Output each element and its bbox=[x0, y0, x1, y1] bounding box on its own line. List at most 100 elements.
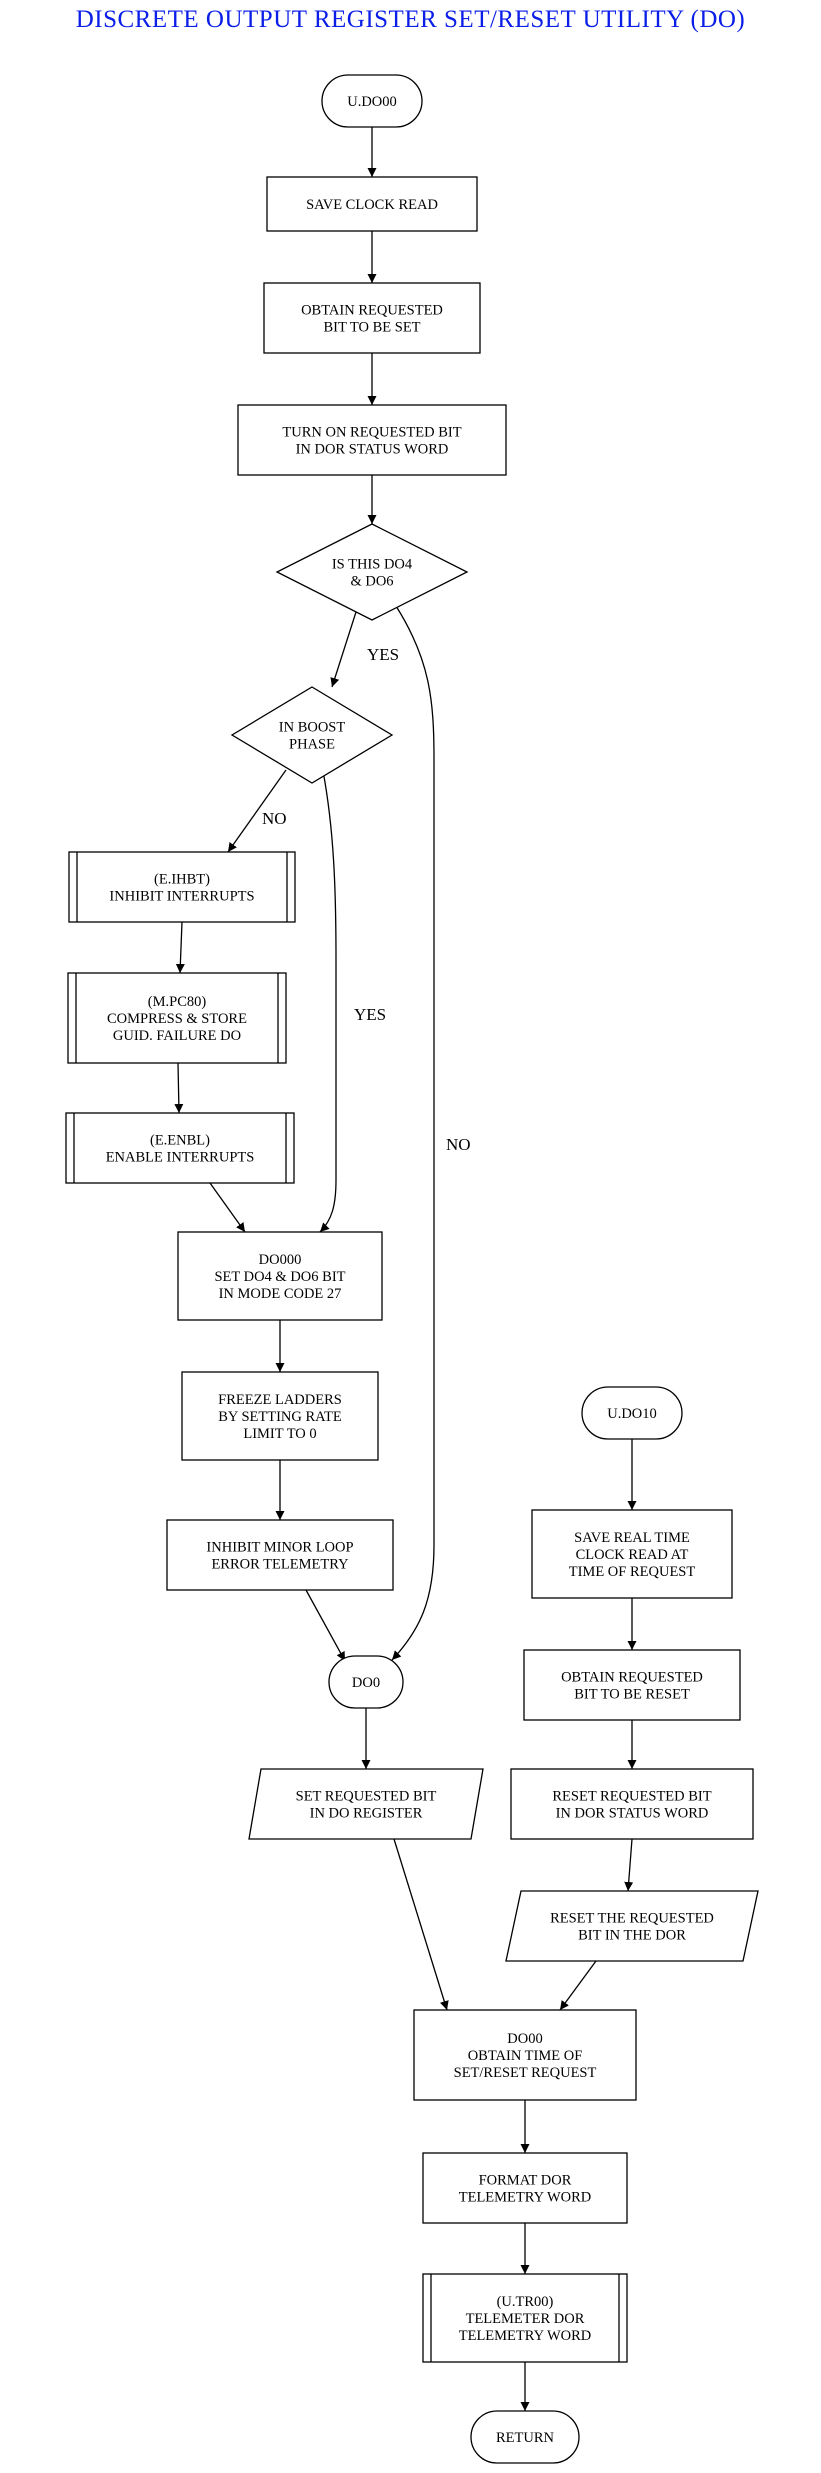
node-udo10: U.DO10 bbox=[581, 1386, 683, 1440]
io-parallelogram bbox=[248, 1768, 484, 1840]
edge-mpc80-eenbl bbox=[174, 1062, 184, 1114]
process-box bbox=[177, 1231, 383, 1321]
edge-reset-dor-do00 bbox=[559, 1960, 597, 2011]
decision-diamond bbox=[230, 686, 394, 784]
edge-label-yes2: YES bbox=[354, 1005, 386, 1024]
node-label: OBTAIN REQUESTED bbox=[301, 303, 443, 319]
node-label: IN MODE CODE 27 bbox=[219, 1286, 342, 1302]
node-label: (M.PC80) bbox=[148, 994, 207, 1010]
node-label: GUID. FAILURE DO bbox=[113, 1028, 241, 1044]
node-label: IN DO REGISTER bbox=[310, 1806, 423, 1822]
node-label: ENABLE INTERRUPTS bbox=[106, 1150, 255, 1166]
node-label: SAVE CLOCK READ bbox=[306, 197, 438, 213]
node-label: TELEMETRY WORD bbox=[459, 2328, 592, 2344]
edge-no-do0 bbox=[391, 605, 435, 1661]
edge-label-no1: NO bbox=[262, 809, 287, 828]
node-label: PHASE bbox=[289, 737, 335, 753]
node-label: INHIBIT MINOR LOOP bbox=[206, 1540, 353, 1556]
terminal-box bbox=[321, 74, 423, 128]
node-label: DO000 bbox=[259, 1252, 302, 1268]
node-label: DO00 bbox=[507, 2031, 542, 2047]
process-box bbox=[67, 972, 287, 1064]
node-label: BIT IN THE DOR bbox=[578, 1928, 686, 1944]
node-eenbl: (E.ENBL)ENABLE INTERRUPTS bbox=[65, 1112, 295, 1184]
edge-label-no2: NO bbox=[446, 1135, 471, 1154]
process-box bbox=[510, 1768, 754, 1840]
node-eihbt: (E.IHBT)INHIBIT INTERRUPTS bbox=[68, 851, 296, 923]
node-label: TURN ON REQUESTED BIT bbox=[282, 425, 461, 441]
process-box bbox=[531, 1509, 733, 1599]
node-label: RESET THE REQUESTED bbox=[550, 1911, 714, 1927]
edge-inhibit-do0 bbox=[305, 1589, 346, 1662]
node-label: TELEMETER DOR bbox=[466, 2311, 585, 2327]
node-label: INHIBIT INTERRUPTS bbox=[109, 889, 254, 905]
node-label: (E.ENBL) bbox=[150, 1133, 210, 1149]
process-box bbox=[422, 2152, 628, 2224]
node-label: IS THIS DO4 bbox=[332, 557, 413, 573]
node-label: ERROR TELEMETRY bbox=[211, 1557, 349, 1573]
edge-label-yes1: YES bbox=[367, 645, 399, 664]
process-box bbox=[523, 1649, 741, 1721]
node-label: SAVE REAL TIME bbox=[574, 1530, 690, 1546]
process-box bbox=[166, 1519, 394, 1591]
node-label: BIT TO BE SET bbox=[323, 320, 420, 336]
process-box bbox=[263, 282, 481, 354]
node-label: OBTAIN TIME OF bbox=[468, 2048, 583, 2064]
node-label: SET/RESET REQUEST bbox=[454, 2065, 597, 2081]
edge-eihbt-mpc80 bbox=[175, 921, 185, 974]
decision-diamond bbox=[275, 523, 469, 621]
node-label: DO0 bbox=[352, 1675, 380, 1691]
edge-set-req-do00 bbox=[393, 1838, 449, 2011]
process-box bbox=[422, 2273, 628, 2363]
edge-yes-do000 bbox=[319, 770, 337, 1233]
process-box bbox=[65, 1112, 295, 1184]
edge-no-eihbt bbox=[227, 769, 287, 853]
node-label: BY SETTING RATE bbox=[218, 1409, 342, 1425]
terminal-box bbox=[470, 2410, 580, 2464]
node-label: RESET REQUESTED BIT bbox=[552, 1789, 711, 1805]
node-label: IN DOR STATUS WORD bbox=[556, 1806, 709, 1822]
node-label: IN DOR STATUS WORD bbox=[296, 442, 449, 458]
node-is-do4: IS THIS DO4& DO6 bbox=[275, 523, 469, 621]
terminal-box bbox=[328, 1655, 404, 1709]
node-label: BIT TO BE RESET bbox=[574, 1687, 690, 1703]
node-label: FORMAT DOR bbox=[479, 2173, 572, 2189]
io-parallelogram bbox=[505, 1890, 759, 1962]
node-udo00: U.DO00 bbox=[321, 74, 423, 128]
process-box bbox=[181, 1371, 379, 1461]
node-label: FREEZE LADDERS bbox=[218, 1392, 342, 1408]
edge-eenbl-do000 bbox=[209, 1182, 246, 1233]
node-label: TIME OF REQUEST bbox=[569, 1564, 696, 1580]
node-label: & DO6 bbox=[350, 574, 393, 590]
process-box bbox=[237, 404, 507, 476]
edge-status-reset-dor bbox=[624, 1838, 634, 1892]
node-label: U.DO00 bbox=[347, 94, 397, 110]
node-label: OBTAIN REQUESTED bbox=[561, 1670, 703, 1686]
terminal-box bbox=[581, 1386, 683, 1440]
node-label: (E.IHBT) bbox=[154, 872, 210, 888]
node-label: U.DO10 bbox=[607, 1406, 657, 1422]
node-label: TELEMETRY WORD bbox=[459, 2190, 592, 2206]
node-label: IN BOOST bbox=[279, 720, 346, 736]
node-do0: DO0 bbox=[328, 1655, 404, 1709]
node-label: CLOCK READ AT bbox=[576, 1547, 689, 1563]
node-label: SET REQUESTED BIT bbox=[296, 1789, 437, 1805]
node-save-clock: SAVE CLOCK READ bbox=[266, 176, 478, 232]
process-box bbox=[68, 851, 296, 923]
node-label: (U.TR00) bbox=[497, 2294, 554, 2310]
